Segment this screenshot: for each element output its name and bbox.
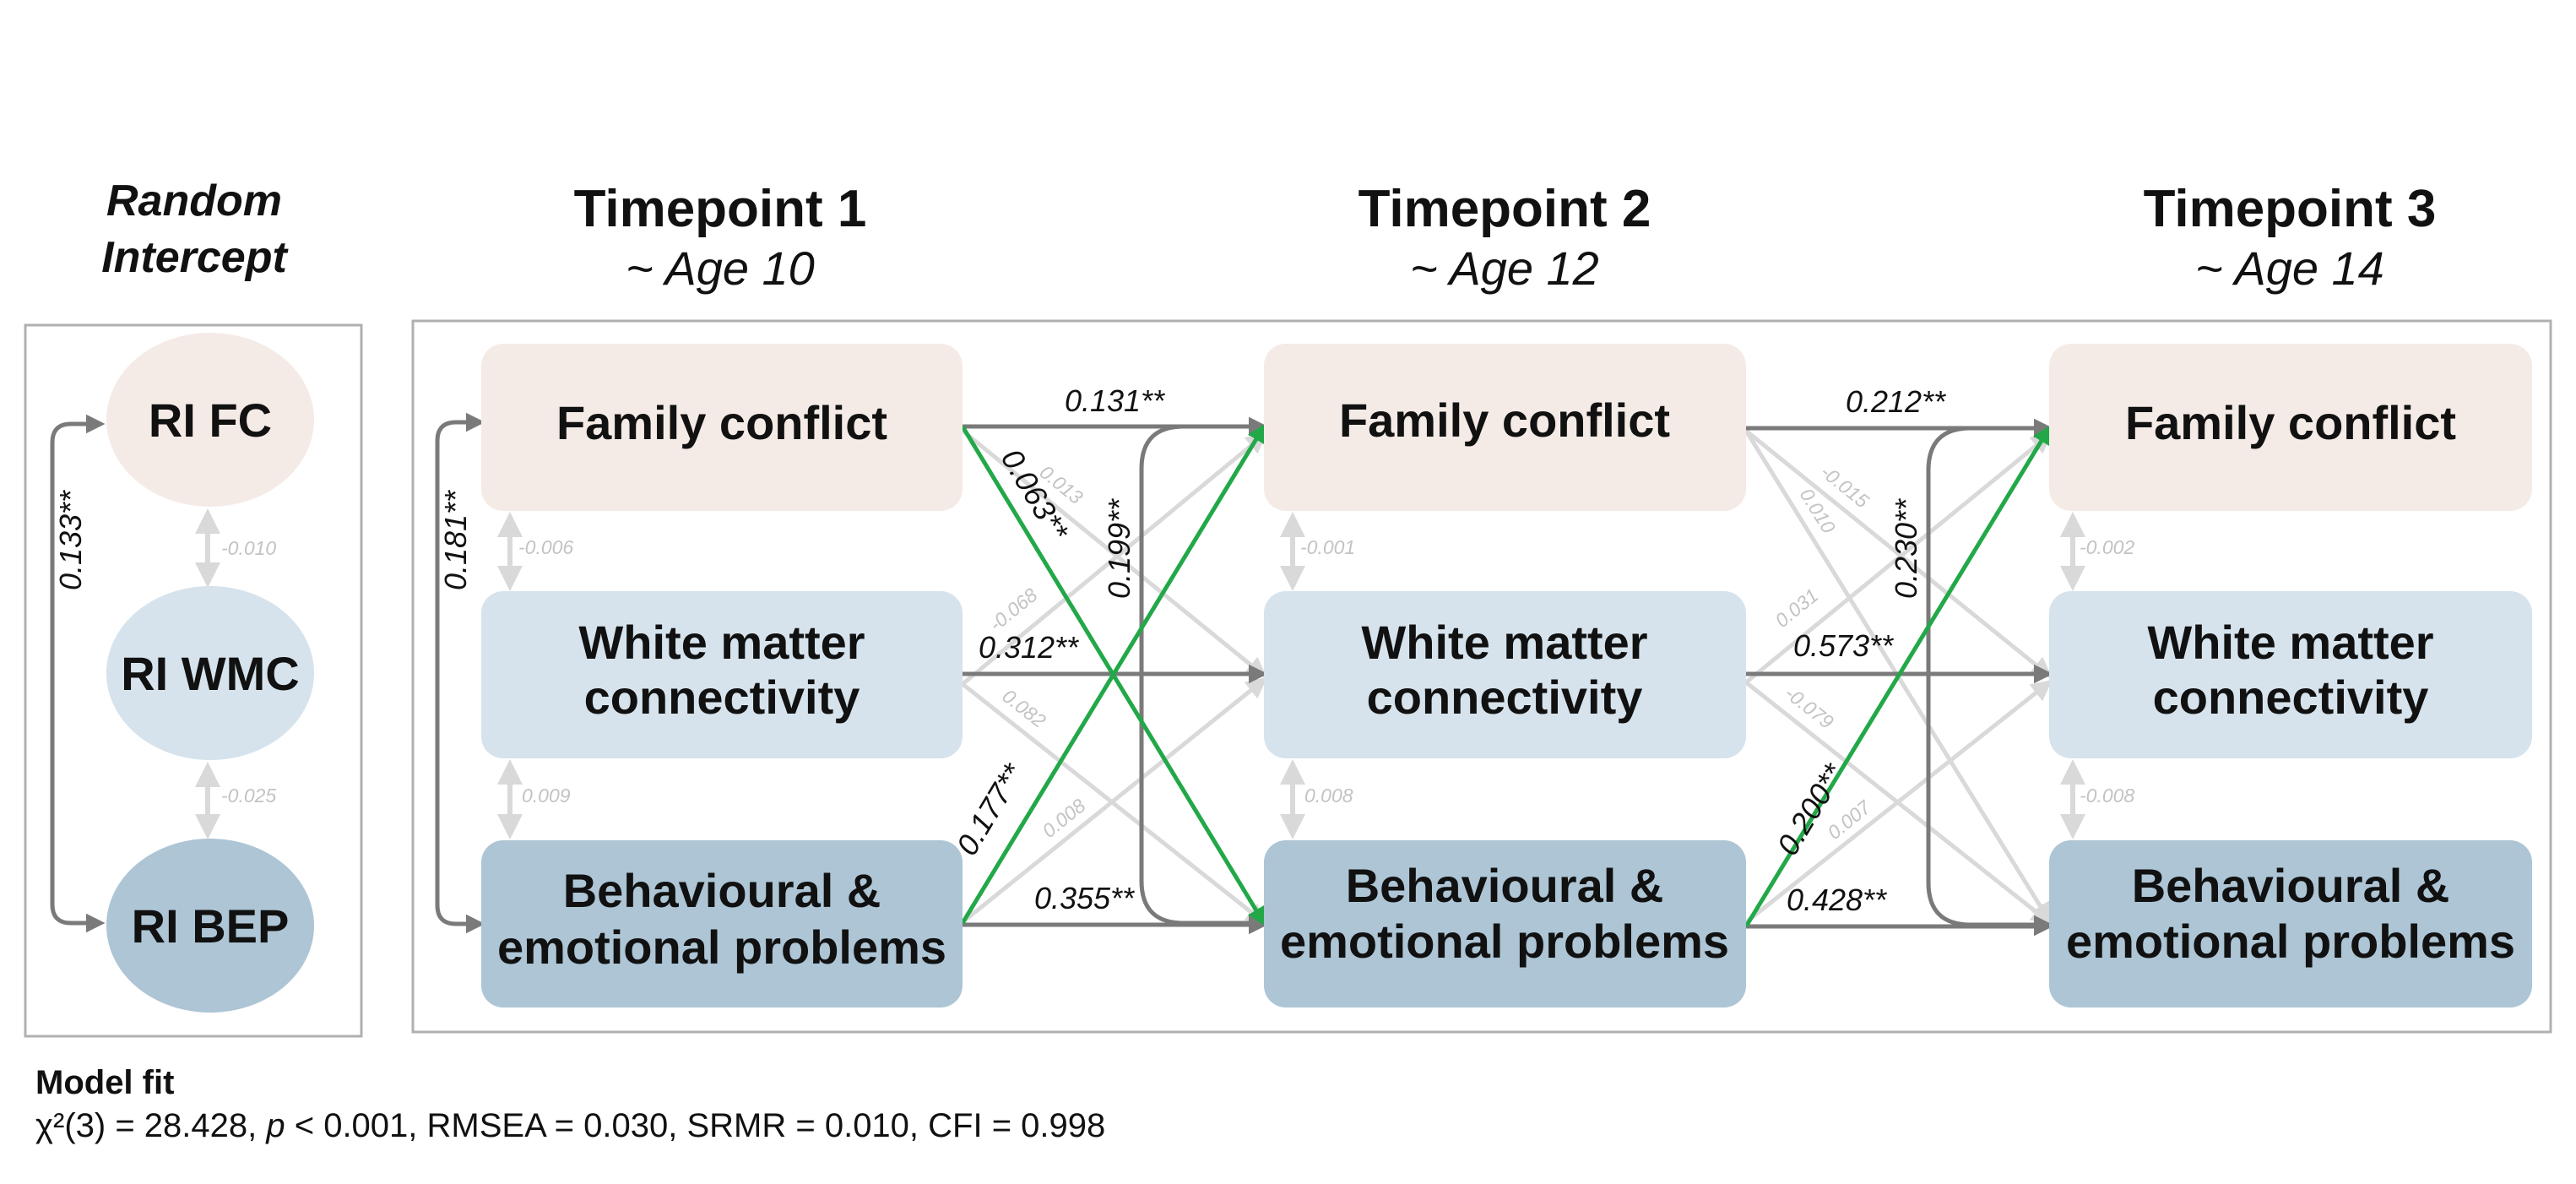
t2-fc-bep-covariance: [1139, 416, 1268, 933]
ri-wmc-node: [106, 586, 314, 760]
ri-fc-label: RI FC: [149, 394, 272, 447]
model-fit-rest: < 0.001, RMSEA = 0.030, SRMR = 0.010, CF…: [285, 1107, 1106, 1144]
coef-t3-residual-fc-bep: 0.230**: [1889, 498, 1923, 599]
t3-fc-label: Family conflict: [2125, 396, 2456, 449]
ri-fc-wmc-coef: -0.010: [221, 537, 276, 559]
ri-fc-bep-covariance: [50, 414, 106, 933]
t3-wmc-label-line2: connectivity: [2153, 671, 2429, 724]
t3-wmc-node: [2049, 591, 2532, 758]
significant-paths: [960, 423, 2052, 928]
path-t1-wmc-t2-fc: [961, 432, 1267, 686]
model-fit-title: Model fit: [35, 1064, 174, 1101]
path-t1-bep-t2-wmc: [961, 676, 1267, 924]
path-t2-bep-t3-fc: [1744, 425, 2052, 928]
t1-fc-label: Family conflict: [556, 396, 887, 449]
t1-wmc-label-line2: connectivity: [584, 671, 860, 724]
t2-wmc-bep-coef: 0.008: [1304, 785, 1353, 807]
coef-t1-wmc-t2-bep: 0.082: [998, 685, 1050, 732]
t2-bep-node: [1264, 840, 1746, 1007]
timepoint-3-title: Timepoint 3: [2144, 180, 2437, 238]
coef-t1-fc-t2-fc: 0.131**: [1065, 383, 1165, 418]
coef-t2-fc-t3-fc: 0.212**: [1846, 384, 1946, 419]
t3-fc-wmc-coef: -0.002: [2080, 536, 2134, 558]
within-covariances: [497, 512, 2085, 839]
t1-fc-node: [481, 344, 963, 511]
ri-title-line2: Intercept: [101, 233, 289, 282]
path-t1-bep-t2-fc: [960, 423, 1266, 925]
ri-fc-bep-coef: 0.133**: [53, 490, 88, 590]
t1-wmc-node: [481, 591, 963, 758]
path-t2-fc-t3-wmc: [1744, 429, 2053, 679]
timepoint-2-subtitle: ~ Age 12: [1410, 242, 1599, 295]
nonsignificant-paths: [961, 429, 2053, 926]
coef-t2-fc-t3-bep: 0.010: [1796, 484, 1841, 537]
coef-t2-wmc-t3-wmc: 0.573**: [1793, 628, 1894, 663]
t2-fc-label: Family conflict: [1339, 394, 1670, 447]
t2-wmc-label-line2: connectivity: [1367, 671, 1643, 724]
t1-wmc-label-line1: White matter: [578, 616, 865, 669]
ri-wmc-bep-coef: -0.025: [221, 785, 276, 807]
ri-bep-node: [106, 839, 314, 1013]
t2-fc-wmc-coef: -0.001: [1300, 536, 1355, 558]
t3-bep-node: [2049, 840, 2532, 1007]
timepoint-3-subtitle: ~ Age 14: [2195, 242, 2384, 295]
coef-t1-wmc-t2-wmc: 0.312**: [979, 630, 1079, 665]
coef-t1-bep-t2-fc: 0.177**: [949, 758, 1030, 861]
t2-bep-label-line1: Behavioural &: [1346, 859, 1664, 912]
t2-wmc-label-line1: White matter: [1361, 616, 1647, 669]
t1-fc-wmc-coef: -0.006: [518, 536, 573, 558]
timepoint-1-title: Timepoint 1: [574, 180, 867, 238]
t3-wmc-bep-coef: -0.008: [2080, 785, 2134, 807]
path-t1-fc-t2-wmc: [961, 429, 1267, 679]
model-fit-chi: χ²(3) = 28.428,: [35, 1107, 266, 1144]
coef-t1-bep-t2-bep: 0.355**: [1034, 881, 1135, 915]
t1-wmc-bep-coef: 0.009: [522, 785, 571, 807]
coef-t2-bep-t3-fc: 0.200**: [1770, 758, 1851, 861]
path-t2-wmc-t3-fc: [1744, 432, 2053, 684]
t1-bep-node: [481, 840, 963, 1007]
ri-wmc-label: RI WMC: [121, 647, 300, 700]
ri-bep-label: RI BEP: [132, 899, 290, 953]
model-fit-stats: χ²(3) = 28.428, p < 0.001, RMSEA = 0.030…: [35, 1107, 1105, 1144]
coef-t2-bep-t3-bep: 0.428**: [1787, 883, 1887, 917]
t2-fc-node: [1264, 344, 1746, 511]
path-t2-bep-t3-wmc: [1744, 679, 2053, 924]
coef-t2-wmc-t3-bep: -0.079: [1781, 682, 1838, 733]
ri-title-line1: Random: [106, 177, 282, 225]
timepoint-1-subtitle: ~ Age 10: [626, 242, 815, 295]
t3-wmc-label-line1: White matter: [2147, 616, 2433, 669]
model-fit-p: p: [265, 1107, 285, 1144]
timepoints-panel: [411, 319, 2552, 1034]
residual-covariances: [435, 412, 2053, 935]
t2-bep-label-line2: emotional problems: [1280, 915, 1729, 968]
t3-bep-label-line1: Behavioural &: [2132, 859, 2450, 912]
t1-bep-label-line1: Behavioural &: [563, 864, 881, 917]
ri-fc-node: [106, 333, 314, 507]
coef-t2-residual-fc-bep: 0.199**: [1102, 498, 1136, 599]
t1-bep-label-line2: emotional problems: [497, 921, 946, 974]
t3-fc-bep-covariance: [1926, 418, 2053, 935]
t1-fc-bep-covariance: [435, 412, 485, 934]
t3-fc-node: [2049, 344, 2532, 511]
coef-t1-bep-t2-wmc: 0.008: [1038, 794, 1089, 842]
t1-fc-bep-coef: 0.181**: [438, 490, 473, 590]
t2-wmc-node: [1264, 591, 1746, 758]
t3-bep-label-line2: emotional problems: [2066, 915, 2515, 968]
random-intercept-panel: [24, 323, 363, 1038]
timepoint-2-title: Timepoint 2: [1359, 180, 1651, 238]
